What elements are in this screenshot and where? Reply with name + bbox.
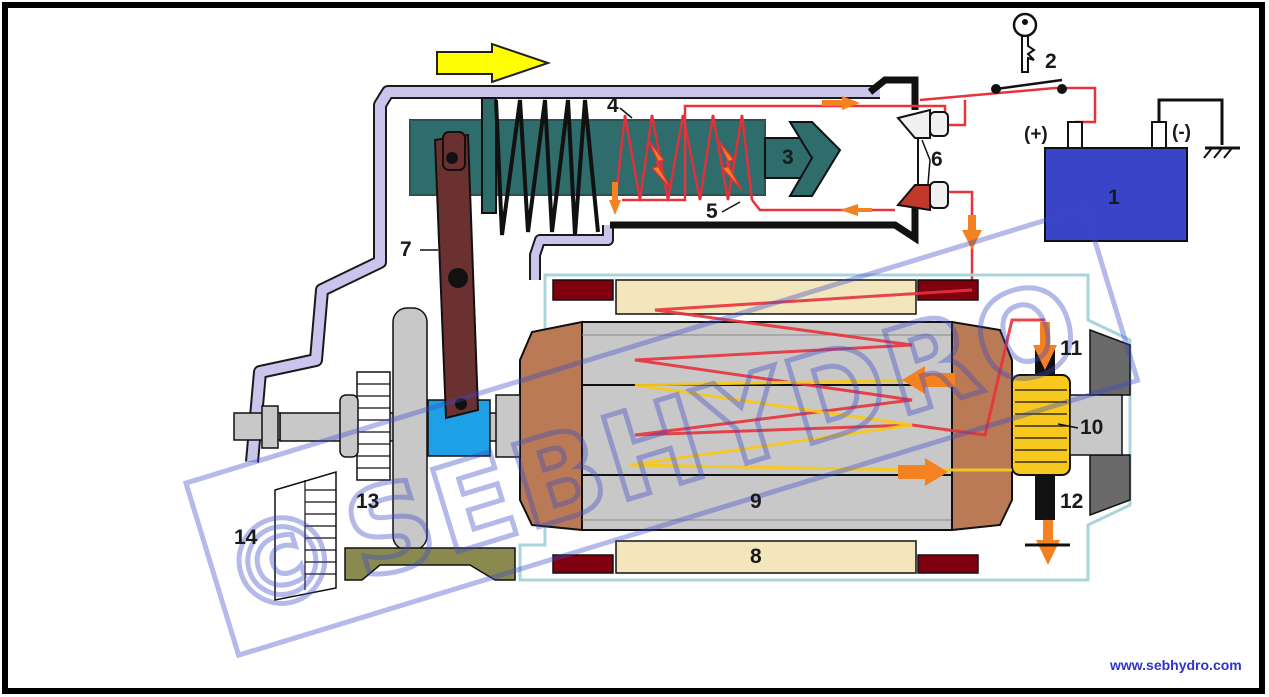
battery bbox=[1044, 147, 1188, 242]
armature-end-right bbox=[951, 320, 1013, 532]
current-path-red bbox=[634, 288, 1045, 437]
battery-positive-terminal bbox=[1067, 121, 1083, 149]
label-brush-positive: 11 bbox=[1060, 337, 1083, 360]
label-coil-hold-in: 5 bbox=[706, 200, 718, 223]
spark-icon bbox=[717, 139, 743, 191]
label-contacts: 6 bbox=[931, 148, 943, 171]
brush-negative bbox=[1035, 475, 1055, 520]
solenoid-disc bbox=[481, 97, 497, 214]
pinion bbox=[356, 371, 391, 481]
label-fork-lever: 7 bbox=[400, 238, 412, 261]
label-plunger: 3 bbox=[782, 146, 794, 169]
field-pole-bottom-right bbox=[917, 554, 979, 574]
plunger-hook bbox=[788, 121, 842, 197]
field-pole-top bbox=[552, 279, 614, 301]
field-pole-bottom bbox=[552, 554, 614, 574]
spark-icon bbox=[647, 139, 673, 191]
label-key: 2 bbox=[1045, 50, 1057, 73]
label-coil-pull-in: 4 bbox=[607, 94, 619, 117]
battery-negative-label: (-) bbox=[1172, 122, 1191, 143]
contact-bar-top bbox=[867, 76, 919, 110]
label-brush-negative: 12 bbox=[1060, 490, 1083, 513]
label-field-coil: 8 bbox=[750, 545, 762, 568]
field-coil-bottom bbox=[615, 540, 917, 574]
label-armature: 9 bbox=[750, 490, 762, 513]
field-pole-top-right bbox=[917, 279, 979, 301]
label-pinion: 13 bbox=[356, 490, 379, 513]
solenoid-coil bbox=[613, 114, 754, 206]
key-icon bbox=[1012, 12, 1038, 73]
contact-bar-bottom bbox=[610, 205, 919, 245]
battery-positive-label: (+) bbox=[1024, 124, 1048, 145]
flow-arrow-icon bbox=[609, 96, 1060, 565]
battery-negative-terminal bbox=[1151, 121, 1167, 149]
footer-url: www.sebhydro.com bbox=[1109, 657, 1242, 673]
end-bearing bbox=[1089, 328, 1131, 396]
return-spring bbox=[494, 99, 600, 236]
direction-arrow-icon bbox=[436, 42, 552, 84]
contact-upper bbox=[896, 108, 931, 139]
ground-icon bbox=[1203, 146, 1240, 159]
motor-housing bbox=[518, 273, 1132, 582]
label-battery: 1 bbox=[1108, 186, 1120, 209]
label-ring-gear: 14 bbox=[234, 526, 258, 549]
label-commutator: 10 bbox=[1080, 416, 1103, 439]
drive-housing-bracket bbox=[344, 547, 516, 581]
